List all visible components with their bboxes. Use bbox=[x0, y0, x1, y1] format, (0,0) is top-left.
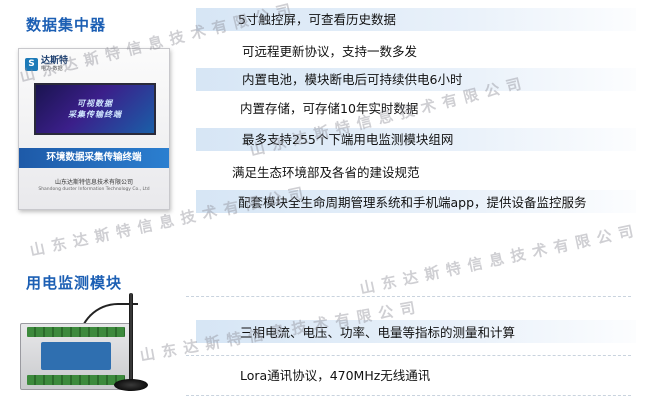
feature-bar bbox=[196, 128, 636, 151]
device-brand-en: 电力·数据 bbox=[41, 66, 63, 72]
feature-text: 5寸触控屏，可查看历史数据 bbox=[238, 12, 396, 27]
module-front-panel bbox=[41, 342, 111, 370]
antenna-icon bbox=[129, 293, 133, 381]
module-terminal-block-top bbox=[27, 327, 125, 337]
concentrator-device-image: S 达斯特 电力·数据 可视数据 采集传输终端 环境数据采集传输终端 山东达斯特… bbox=[18, 48, 170, 210]
device-screen-line-2: 采集传输终端 bbox=[68, 110, 122, 119]
feature-bar bbox=[196, 190, 636, 213]
feature-bar bbox=[196, 320, 636, 343]
separator-line bbox=[186, 296, 631, 297]
antenna-base bbox=[114, 379, 148, 391]
section-title-concentrator: 数据集中器 bbox=[26, 16, 107, 34]
feature-text: 可远程更新协议，支持一数多发 bbox=[242, 44, 418, 59]
module-terminal-block-bottom bbox=[27, 375, 125, 385]
feature-text: 内置存储，可存储10年实时数据 bbox=[240, 101, 419, 116]
device-company: 山东达斯特信息技术有限公司 bbox=[54, 179, 133, 186]
watermark: 山东达斯特信息技术有限公司 bbox=[358, 220, 642, 298]
feature-text: 三相电流、电压、功率、电量等指标的测量和计算 bbox=[240, 325, 516, 340]
device-logo: S 达斯特 电力·数据 bbox=[25, 55, 85, 73]
device-banner: 环境数据采集传输终端 bbox=[19, 148, 169, 168]
section-title-module: 用电监测模块 bbox=[26, 274, 123, 292]
device-company-en: Shandong duster Information Technology C… bbox=[38, 187, 150, 192]
module-body bbox=[20, 323, 132, 390]
device-screen-line-1: 可视数据 bbox=[77, 99, 113, 108]
device-brand: 达斯特 bbox=[41, 56, 69, 66]
feature-text: 内置电池，模块断电后可持续供电6小时 bbox=[242, 72, 463, 87]
device-screen: 可视数据 采集传输终端 bbox=[34, 83, 156, 135]
feature-bar bbox=[196, 68, 636, 91]
feature-bar bbox=[196, 8, 636, 31]
feature-text: Lora通讯协议，470MHz无线通讯 bbox=[240, 368, 431, 383]
separator-line bbox=[186, 355, 631, 356]
logo-mark-icon: S bbox=[25, 57, 38, 71]
separator-line bbox=[186, 395, 631, 396]
feature-text: 配套模块全生命周期管理系统和手机端app，提供设备监控服务 bbox=[238, 195, 587, 210]
module-device-image bbox=[18, 283, 168, 398]
feature-text: 满足生态环境部及各省的建设规范 bbox=[232, 165, 420, 180]
feature-text: 最多支持255个下端用电监测模块组网 bbox=[242, 132, 454, 147]
